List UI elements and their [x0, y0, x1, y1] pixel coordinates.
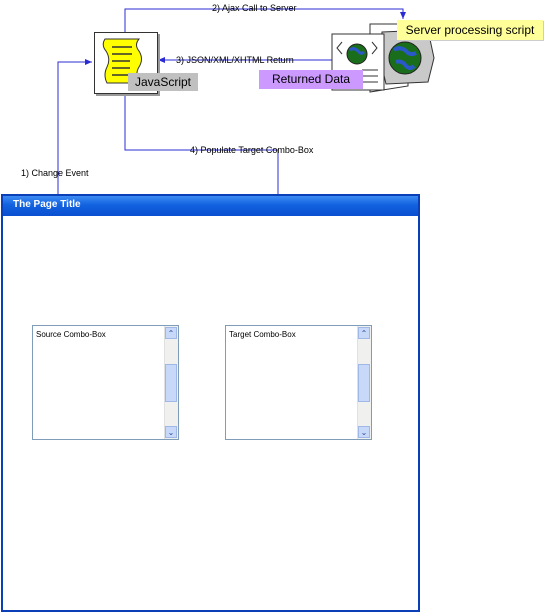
page-title: The Page Title — [13, 199, 81, 210]
scroll-up-icon[interactable]: ⌃ — [358, 327, 370, 339]
scroll-thumb[interactable] — [165, 364, 177, 402]
step-3-label: 3) JSON/XML/XHTML Return — [176, 55, 294, 65]
source-combo-box[interactable]: Source Combo-Box ⌃ ⌄ — [32, 325, 179, 440]
source-scrollbar[interactable]: ⌃ ⌄ — [164, 326, 178, 439]
scroll-up-icon[interactable]: ⌃ — [165, 327, 177, 339]
browser-window: The Page Title Source Combo-Box ⌃ ⌄ Targ… — [1, 194, 420, 612]
window-titlebar: The Page Title — [3, 196, 418, 216]
step-1-label: 1) Change Event — [21, 168, 89, 178]
server-document-icon — [331, 23, 435, 93]
scroll-thumb[interactable] — [358, 364, 370, 402]
target-scrollbar[interactable]: ⌃ ⌄ — [357, 326, 371, 439]
server-processing-label: Server processing script — [397, 20, 543, 40]
javascript-label: JavaScript — [128, 73, 198, 91]
javascript-document-icon — [94, 32, 158, 94]
step-2-label: 2) Ajax Call to Server — [212, 3, 297, 13]
source-combo-label: Source Combo-Box — [36, 330, 106, 339]
scroll-down-icon[interactable]: ⌄ — [165, 426, 177, 438]
step-4-label: 4) Populate Target Combo-Box — [190, 145, 314, 155]
connector-ajax-call — [124, 8, 406, 32]
returned-data-label: Returned Data — [259, 70, 363, 89]
target-combo-label: Target Combo-Box — [229, 330, 296, 339]
scroll-down-icon[interactable]: ⌄ — [358, 426, 370, 438]
target-combo-box[interactable]: Target Combo-Box ⌃ ⌄ — [225, 325, 372, 440]
